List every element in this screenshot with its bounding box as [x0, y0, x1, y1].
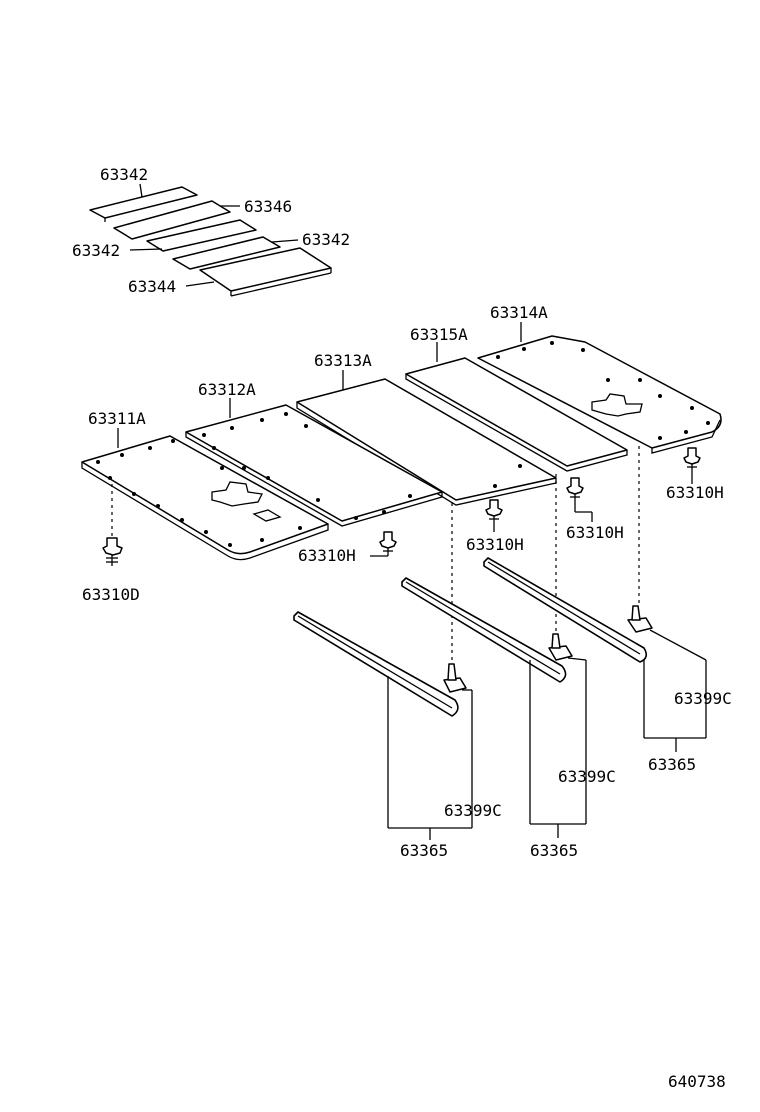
label-63310D: 63310D: [82, 585, 140, 604]
label-63312A: 63312A: [198, 380, 256, 399]
rail-right: [483, 557, 653, 663]
clip-63310H-d: [683, 447, 701, 472]
label-63342-top: 63342: [100, 165, 148, 184]
diagram-id: 640738: [668, 1072, 726, 1091]
label-63399C-right: 63399C: [674, 689, 732, 708]
label-63310H-b: 63310H: [466, 535, 524, 554]
label-63315A: 63315A: [410, 325, 468, 344]
leader-lines: [117, 183, 707, 840]
rail-middle: [401, 577, 573, 683]
label-63365-left: 63365: [400, 841, 448, 860]
label-63399C-middle: 63399C: [558, 767, 616, 786]
panel-63311A: [81, 435, 329, 561]
clip-63310H-b: [485, 499, 503, 524]
clip-63310H-c: [566, 477, 584, 502]
pad-63342-right: [172, 236, 281, 270]
label-63310H-d: 63310H: [666, 483, 724, 502]
panel-63314A: [477, 335, 722, 454]
label-63346: 63346: [244, 197, 292, 216]
small-pads-group: [89, 186, 332, 297]
rail-left: [293, 611, 467, 717]
clip-63310D: [102, 537, 123, 566]
label-63365-middle: 63365: [530, 841, 578, 860]
label-63310H-a: 63310H: [298, 546, 356, 565]
part-labels: 63342 63346 63342 63342 63344 63314A 633…: [72, 165, 732, 1091]
clip-63310H-a: [379, 531, 397, 556]
label-63344: 63344: [128, 277, 176, 296]
label-63365-right: 63365: [648, 755, 696, 774]
panel-63315A: [405, 357, 628, 472]
label-63311A: 63311A: [88, 409, 146, 428]
label-63310H-c: 63310H: [566, 523, 624, 542]
panel-63312A: [185, 404, 443, 527]
label-63342-right: 63342: [302, 230, 350, 249]
label-63342-left: 63342: [72, 241, 120, 260]
label-63399C-left: 63399C: [444, 801, 502, 820]
pad-63346: [113, 200, 231, 240]
pad-63342-top: [89, 186, 198, 219]
label-63313A: 63313A: [314, 351, 372, 370]
pad-63342-left: [146, 219, 257, 252]
label-63314A: 63314A: [490, 303, 548, 322]
